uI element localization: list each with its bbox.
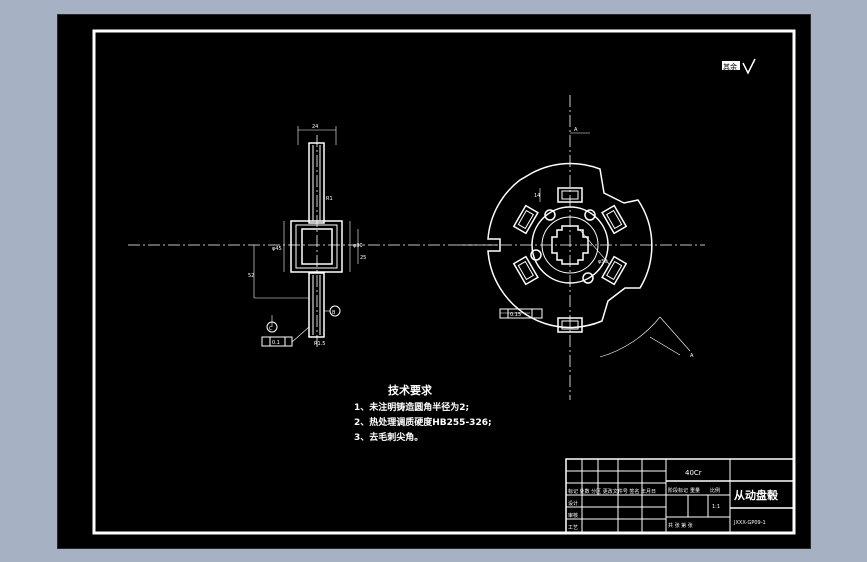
note-1: 1、未注明铸造圆角半径为2;: [354, 401, 469, 413]
note-3: 3、去毛刺尖角。: [354, 431, 423, 443]
svg-text:A: A: [690, 353, 694, 359]
svg-text:B: B: [332, 310, 336, 316]
spring-window-upper-right: [601, 204, 628, 235]
drawing-viewport[interactable]: 其余 24 φ45 φ30 25 R1 52: [57, 14, 811, 549]
svg-text:共 张 第 张: 共 张 第 张: [668, 522, 693, 529]
svg-text:阶段标记: 阶段标记: [668, 487, 688, 494]
svg-text:设计: 设计: [568, 500, 578, 507]
spring-window-upper-left: [512, 204, 539, 235]
svg-text:φ45: φ45: [272, 246, 282, 252]
svg-text:24: 24: [312, 124, 318, 130]
notes-title: 技术要求: [388, 383, 433, 397]
title-block: 40Cr 从动盘毂 JXXX-GP09-1 标记 处数 分区 更改文件号 签名 …: [565, 458, 795, 534]
svg-text:工艺: 工艺: [568, 525, 578, 531]
svg-text:比例: 比例: [710, 487, 720, 494]
spring-window-lower-right: [601, 255, 628, 286]
svg-text:25: 25: [360, 255, 366, 261]
svg-text:重量: 重量: [690, 487, 700, 494]
svg-text:C: C: [269, 326, 273, 332]
roughness-symbol: 其余: [722, 58, 756, 75]
spring-window-bottom: [557, 317, 583, 333]
note-2: 2、热处理调质硬度HB255-326;: [354, 416, 492, 428]
material-text: 40Cr: [685, 469, 702, 477]
technical-notes: 技术要求 1、未注明铸造圆角半径为2; 2、热处理调质硬度HB255-326; …: [354, 383, 492, 443]
svg-text:审核: 审核: [568, 512, 578, 519]
part-name-text: 从动盘毂: [734, 488, 779, 502]
side-view: 24 φ45 φ30 25 R1 52 B C: [128, 124, 498, 347]
svg-text:φ50: φ50: [598, 259, 608, 265]
cad-drawing-canvas[interactable]: 其余 24 φ45 φ30 25 R1 52: [58, 15, 810, 548]
svg-text:52: 52: [248, 273, 254, 279]
svg-text:1:1: 1:1: [712, 504, 720, 510]
svg-text:标记 处数 分区 更改文件号 签名 年月日: 标记 处数 分区 更改文件号 签名 年月日: [568, 488, 656, 495]
svg-text:A: A: [574, 127, 578, 133]
svg-text:0.1: 0.1: [272, 340, 280, 346]
svg-text:其余: 其余: [723, 62, 737, 71]
front-view: 14 φ50 A A 0.15: [460, 95, 705, 400]
svg-text:0.15: 0.15: [510, 312, 521, 318]
svg-text:R1: R1: [326, 196, 333, 202]
sheet-border: [92, 29, 796, 535]
svg-text:14: 14: [534, 193, 540, 199]
drawing-number-text: JXXX-GP09-1: [733, 520, 766, 526]
spring-window-top: [557, 187, 583, 203]
svg-text:R1.5: R1.5: [314, 341, 325, 347]
spring-window-lower-left: [512, 255, 539, 286]
